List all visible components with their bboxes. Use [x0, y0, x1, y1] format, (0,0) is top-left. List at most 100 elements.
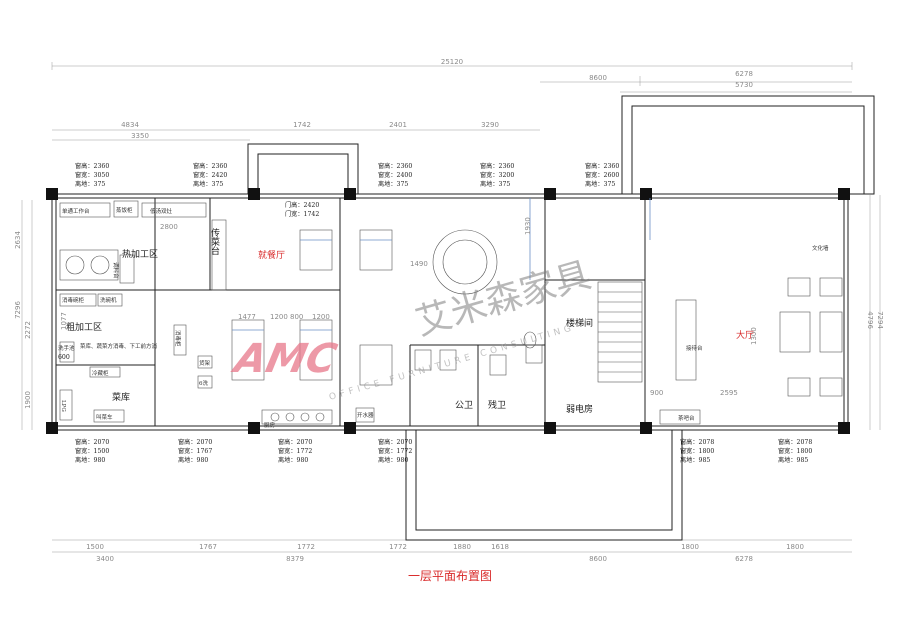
room-stairwell: 楼梯间	[566, 317, 593, 329]
dining-tables	[231, 198, 531, 386]
room-hot-kitchen: 热加工区	[122, 248, 158, 260]
dim-inner-2: 1200	[270, 313, 288, 321]
trolley-label: 叫菜车	[96, 413, 113, 421]
svg-text:门高：2420: 门高：2420	[285, 201, 319, 209]
plan-caption: 一层平面布置图	[408, 569, 492, 583]
svg-text:窗高：2070: 窗高：2070	[378, 438, 412, 446]
dim-top-total: 25120	[441, 58, 463, 66]
svg-text:窗宽：1772: 窗宽：1772	[278, 447, 312, 455]
dim-left-4: 1900	[24, 391, 32, 409]
svg-text:离地：980: 离地：980	[75, 456, 105, 464]
svg-text:窗高：2078: 窗高：2078	[680, 438, 714, 446]
wc-fixtures	[414, 331, 543, 376]
shelf-label: 货架	[199, 359, 211, 367]
svg-text:窗宽：1500: 窗宽：1500	[75, 447, 109, 455]
svg-text:窗高：2360: 窗高：2360	[193, 162, 227, 170]
dim-top-3: 5730	[735, 81, 753, 89]
dim-right-1: 4796	[866, 311, 874, 329]
dim-inner-10: 1077	[60, 312, 68, 330]
dim-bottom-12: 6278	[735, 555, 753, 563]
dim-bottom-3: 1772	[297, 543, 315, 551]
window-spec-bottom-3: 窗高：2070 窗宽：1772 离地：980	[278, 438, 312, 464]
svg-text:窗高：2360: 窗高：2360	[480, 162, 514, 170]
dim-top-8: 3350	[131, 132, 149, 140]
seasoning-label: 调料台	[112, 262, 120, 279]
gas-label: LPG	[60, 400, 66, 412]
dim-bottom-9: 3400	[96, 555, 114, 563]
room-reception: 接待台	[686, 344, 703, 352]
svg-text:窗高：2078: 窗高：2078	[778, 438, 812, 446]
stove-label: 低汤双灶	[150, 207, 173, 215]
dim-left-3: 7296	[14, 301, 22, 319]
svg-text:离地：985: 离地：985	[778, 456, 808, 464]
water-dispenser-label: 开水器	[357, 411, 374, 419]
svg-text:窗宽：3050: 窗宽：3050	[75, 171, 109, 179]
svg-text:离地：980: 离地：980	[178, 456, 208, 464]
window-spec-top-2: 窗高：2360 窗宽：2420 离地：375	[193, 162, 227, 188]
svg-text:窗宽：1767: 窗宽：1767	[178, 447, 212, 455]
svg-text:窗宽：1800: 窗宽：1800	[778, 447, 812, 455]
svg-text:离地：375: 离地：375	[480, 180, 510, 188]
cold-storage-label: 冷藏柜	[92, 369, 109, 377]
svg-text:窗高：2360: 窗高：2360	[585, 162, 619, 170]
dim-bottom-7: 1800	[681, 543, 699, 551]
window-spec-bottom-2: 窗高：2070 窗宽：1767 离地：980	[178, 438, 212, 464]
workbench-label: 单通工作台	[62, 207, 90, 215]
dim-bottom-2: 1767	[199, 543, 217, 551]
svg-text:离地：375: 离地：375	[378, 180, 408, 188]
room-electrical: 弱电房	[566, 403, 593, 415]
svg-text:离地：985: 离地：985	[680, 456, 710, 464]
svg-text:窗宽：2400: 窗宽：2400	[378, 171, 412, 179]
room-culture-wall: 文化墙	[812, 244, 829, 252]
svg-text:门宽：1742: 门宽：1742	[285, 210, 319, 218]
size-600-label: 600	[58, 354, 70, 361]
svg-text:窗宽：2420: 窗宽：2420	[193, 171, 227, 179]
dim-inner-3: 800	[290, 313, 303, 321]
dim-inner-1: 1477	[238, 313, 256, 321]
window-spec-top-3: 窗高：2360 窗宽：2400 离地：375	[378, 162, 412, 188]
room-serving: 传菜台	[209, 227, 220, 256]
steamer-label: 蒸饭柜	[116, 206, 133, 214]
room-dining: 就餐厅	[258, 249, 285, 261]
dim-inner-7: 900	[650, 389, 663, 397]
svg-text:窗宽：1800: 窗宽：1800	[680, 447, 714, 455]
svg-text:离地：980: 离地：980	[378, 456, 408, 464]
svg-text:窗高：2070: 窗高：2070	[75, 438, 109, 446]
dim-bottom-10: 8379	[286, 555, 304, 563]
door-spec-top: 门高：2420 门宽：1742	[285, 201, 319, 218]
hand-sink-label: 洗手池	[58, 344, 75, 352]
watermark-logo: AMC	[228, 334, 341, 381]
room-prep-area: 粗加工区	[66, 321, 102, 333]
room-accessible-wc: 残卫	[488, 399, 506, 411]
hall-furniture	[649, 198, 843, 425]
dim-top-7: 3290	[481, 121, 499, 129]
room-public-wc: 公卫	[455, 400, 473, 411]
dim-inner-5: 1490	[410, 260, 428, 268]
dim-inner-11: 1930	[524, 217, 532, 235]
dim-inner-8: 2595	[720, 389, 738, 397]
svg-text:窗宽：2600: 窗宽：2600	[585, 171, 619, 179]
dim-bottom-5: 1880	[453, 543, 471, 551]
dim-right-2: 7294	[876, 311, 884, 329]
prep-note: 菜库、蔬菜方消毒、下工前方消	[80, 342, 158, 350]
disinfect-label: 消毒碗柜	[62, 296, 85, 304]
dim-top-1: 8600	[589, 74, 607, 82]
room-storeroom: 菜库	[112, 391, 130, 403]
dim-inner-6: 2800	[160, 223, 178, 231]
dim-inner-9: 1300	[750, 327, 758, 345]
dim-top-2: 6278	[735, 70, 753, 78]
window-spec-bottom-4: 窗高：2070 窗宽：1772 离地：980	[378, 438, 412, 464]
dim-bottom-6: 1618	[491, 543, 509, 551]
room-tea-bar: 茶吧台	[678, 414, 695, 422]
window-spec-bottom-6: 窗高：2078 窗宽：1800 离地：985	[778, 438, 812, 464]
interior-walls	[56, 198, 646, 426]
svg-text:窗高：2360: 窗高：2360	[75, 162, 109, 170]
svg-text:窗高：2070: 窗高：2070	[178, 438, 212, 446]
window-spec-top-4: 窗高：2360 窗宽：3200 离地：375	[480, 162, 514, 188]
svg-text:窗宽：3200: 窗宽：3200	[480, 171, 514, 179]
dim-bottom-8: 1800	[786, 543, 804, 551]
dim-top-5: 1742	[293, 121, 311, 129]
dim-inner-4: 1200	[312, 313, 330, 321]
dim-top-4: 4834	[121, 121, 139, 129]
